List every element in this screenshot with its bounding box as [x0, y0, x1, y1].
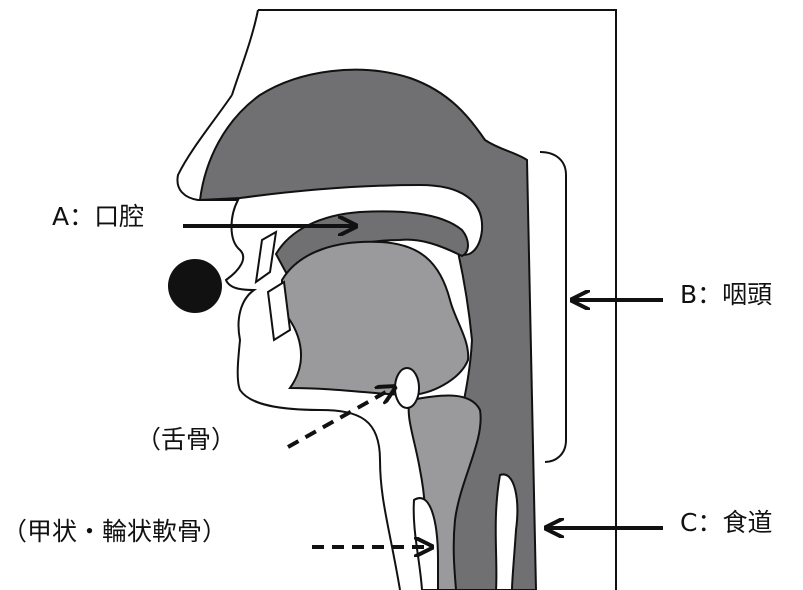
- hyoid-bone: [395, 368, 419, 408]
- tongue-region: [282, 242, 468, 395]
- label-oral-cavity: A：口腔: [52, 202, 144, 231]
- upper-tooth: [256, 232, 276, 282]
- lips-mark: [168, 259, 222, 313]
- label-pharynx: B：咽頭: [680, 280, 772, 309]
- label-esophagus: C：食道: [680, 508, 772, 537]
- pharynx-bracket: [540, 152, 566, 462]
- label-hyoid: （舌骨）: [136, 425, 236, 454]
- label-cartilage: （甲状・輪状軟骨）: [2, 517, 227, 546]
